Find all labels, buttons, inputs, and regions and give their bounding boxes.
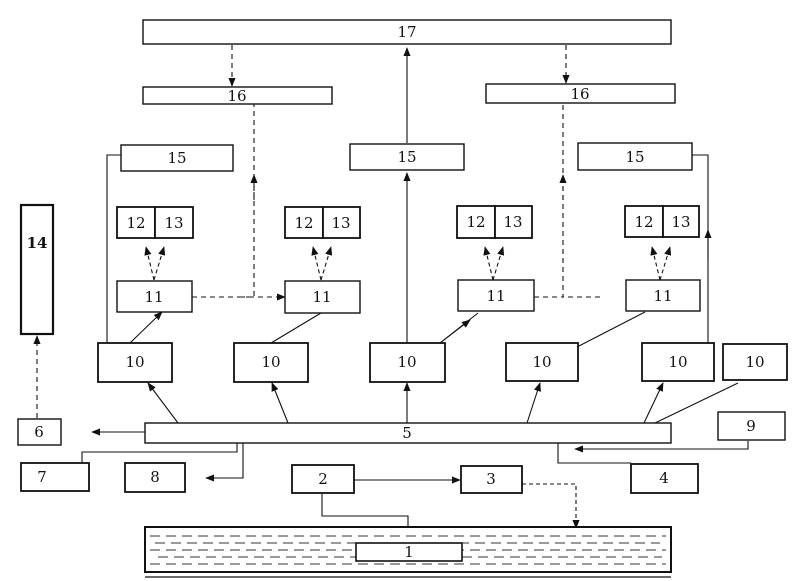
edge-9-5: [574, 441, 749, 453]
label-10-c: 10: [397, 353, 416, 371]
box-16-left: [142, 86, 333, 105]
box-3: [460, 465, 523, 494]
connectors: [33, 45, 749, 529]
label-10-d: 10: [532, 353, 551, 371]
box-6: [17, 418, 62, 446]
edge-2-1: [321, 494, 409, 528]
label-12-b: 12: [294, 214, 313, 232]
box-13-c: [494, 205, 533, 239]
edge-5-7: [81, 443, 238, 462]
label-15-b: 15: [397, 148, 416, 166]
label-3: 3: [486, 470, 496, 488]
edge-5-10f: [654, 382, 739, 424]
edge-5-10d: [526, 382, 541, 424]
box-11-d: [625, 279, 701, 312]
edge-5-10a: [147, 382, 179, 424]
label-17: 17: [397, 23, 416, 41]
label-8: 8: [150, 468, 160, 486]
label-7: 7: [37, 468, 47, 486]
label-4: 4: [659, 469, 669, 487]
box-9: [717, 411, 786, 441]
box-8: [124, 462, 186, 493]
label-13-a: 13: [164, 214, 183, 232]
label-11-c: 11: [486, 287, 505, 305]
box-5: [144, 422, 672, 444]
box-10-d: [505, 342, 579, 382]
edge-5-10b: [271, 382, 289, 424]
edge-5-8: [205, 443, 244, 482]
label-10-a: 10: [125, 353, 144, 371]
label-11-a: 11: [144, 288, 163, 306]
box-13-a: [154, 206, 194, 239]
box-10-c: [369, 342, 446, 383]
box-15-b: [349, 143, 465, 171]
box-10-f: [722, 343, 788, 381]
box-14: [19, 203, 55, 336]
box-11-b: [284, 280, 361, 314]
box-16-right: [485, 83, 676, 104]
box-11-a: [116, 280, 193, 313]
edge-10a-11a: [129, 311, 163, 344]
box-12-d: [624, 205, 664, 238]
label-12-d: 12: [634, 213, 653, 231]
box-13-b: [322, 206, 361, 239]
label-10-f: 10: [745, 353, 764, 371]
edge-10b-11b: [270, 312, 322, 344]
edge-3-1: [522, 483, 580, 529]
label-15-c: 15: [625, 148, 644, 166]
label-16-left: 16: [227, 87, 246, 105]
label-2: 2: [318, 470, 328, 488]
label-1: 1: [404, 543, 414, 561]
label-9: 9: [746, 417, 756, 435]
box-4: [630, 463, 699, 494]
label-13-d: 13: [671, 213, 690, 231]
edge-5-10e: [643, 382, 664, 424]
label-15-a: 15: [167, 149, 186, 167]
edge-11a-13: [153, 246, 166, 281]
box-2: [291, 464, 355, 494]
edge-11c-13: [492, 246, 505, 281]
box-13-d: [662, 205, 700, 238]
labels: 17 16 16 15 15 15 14 12 13 12 13 12 13 1…: [27, 23, 765, 561]
box-11-c: [457, 279, 535, 312]
label-12-a: 12: [126, 214, 145, 232]
edge-11c-12: [483, 246, 494, 281]
box-1: [355, 542, 463, 562]
edge-11b-12: [311, 246, 322, 281]
boxes: [17, 19, 788, 562]
label-16-right: 16: [570, 85, 589, 103]
edge-11a-12: [144, 246, 155, 281]
label-11-d: 11: [653, 287, 672, 305]
label-13-c: 13: [503, 213, 522, 231]
box-15-a: [120, 144, 234, 172]
box-10-b: [233, 342, 309, 383]
label-14: 14: [27, 234, 48, 252]
edge-11d-13: [659, 246, 672, 281]
edge-10c-11c-arrow: [439, 319, 471, 344]
edge-10d-11d: [576, 311, 646, 348]
label-10-b: 10: [261, 353, 280, 371]
box-7: [20, 462, 90, 492]
box-15-c: [577, 142, 693, 171]
edge-11-16-left: [192, 103, 255, 298]
label-5: 5: [402, 424, 412, 442]
edge-5-4: [557, 443, 631, 464]
edge-11d-12: [650, 246, 661, 281]
edge-10-15-left: [106, 154, 121, 343]
label-13-b: 13: [331, 214, 350, 232]
box-12-a: [116, 206, 156, 239]
label-12-c: 12: [466, 213, 485, 231]
edge-11-16-right: [534, 103, 564, 298]
label-11-b: 11: [312, 288, 331, 306]
label-6: 6: [34, 423, 44, 441]
edge-11b-13: [320, 246, 333, 281]
edge-10-15-right: [692, 154, 709, 343]
box-17: [142, 19, 672, 45]
box-10-e: [641, 342, 715, 382]
box-10-a: [97, 342, 173, 383]
label-10-e: 10: [668, 353, 687, 371]
